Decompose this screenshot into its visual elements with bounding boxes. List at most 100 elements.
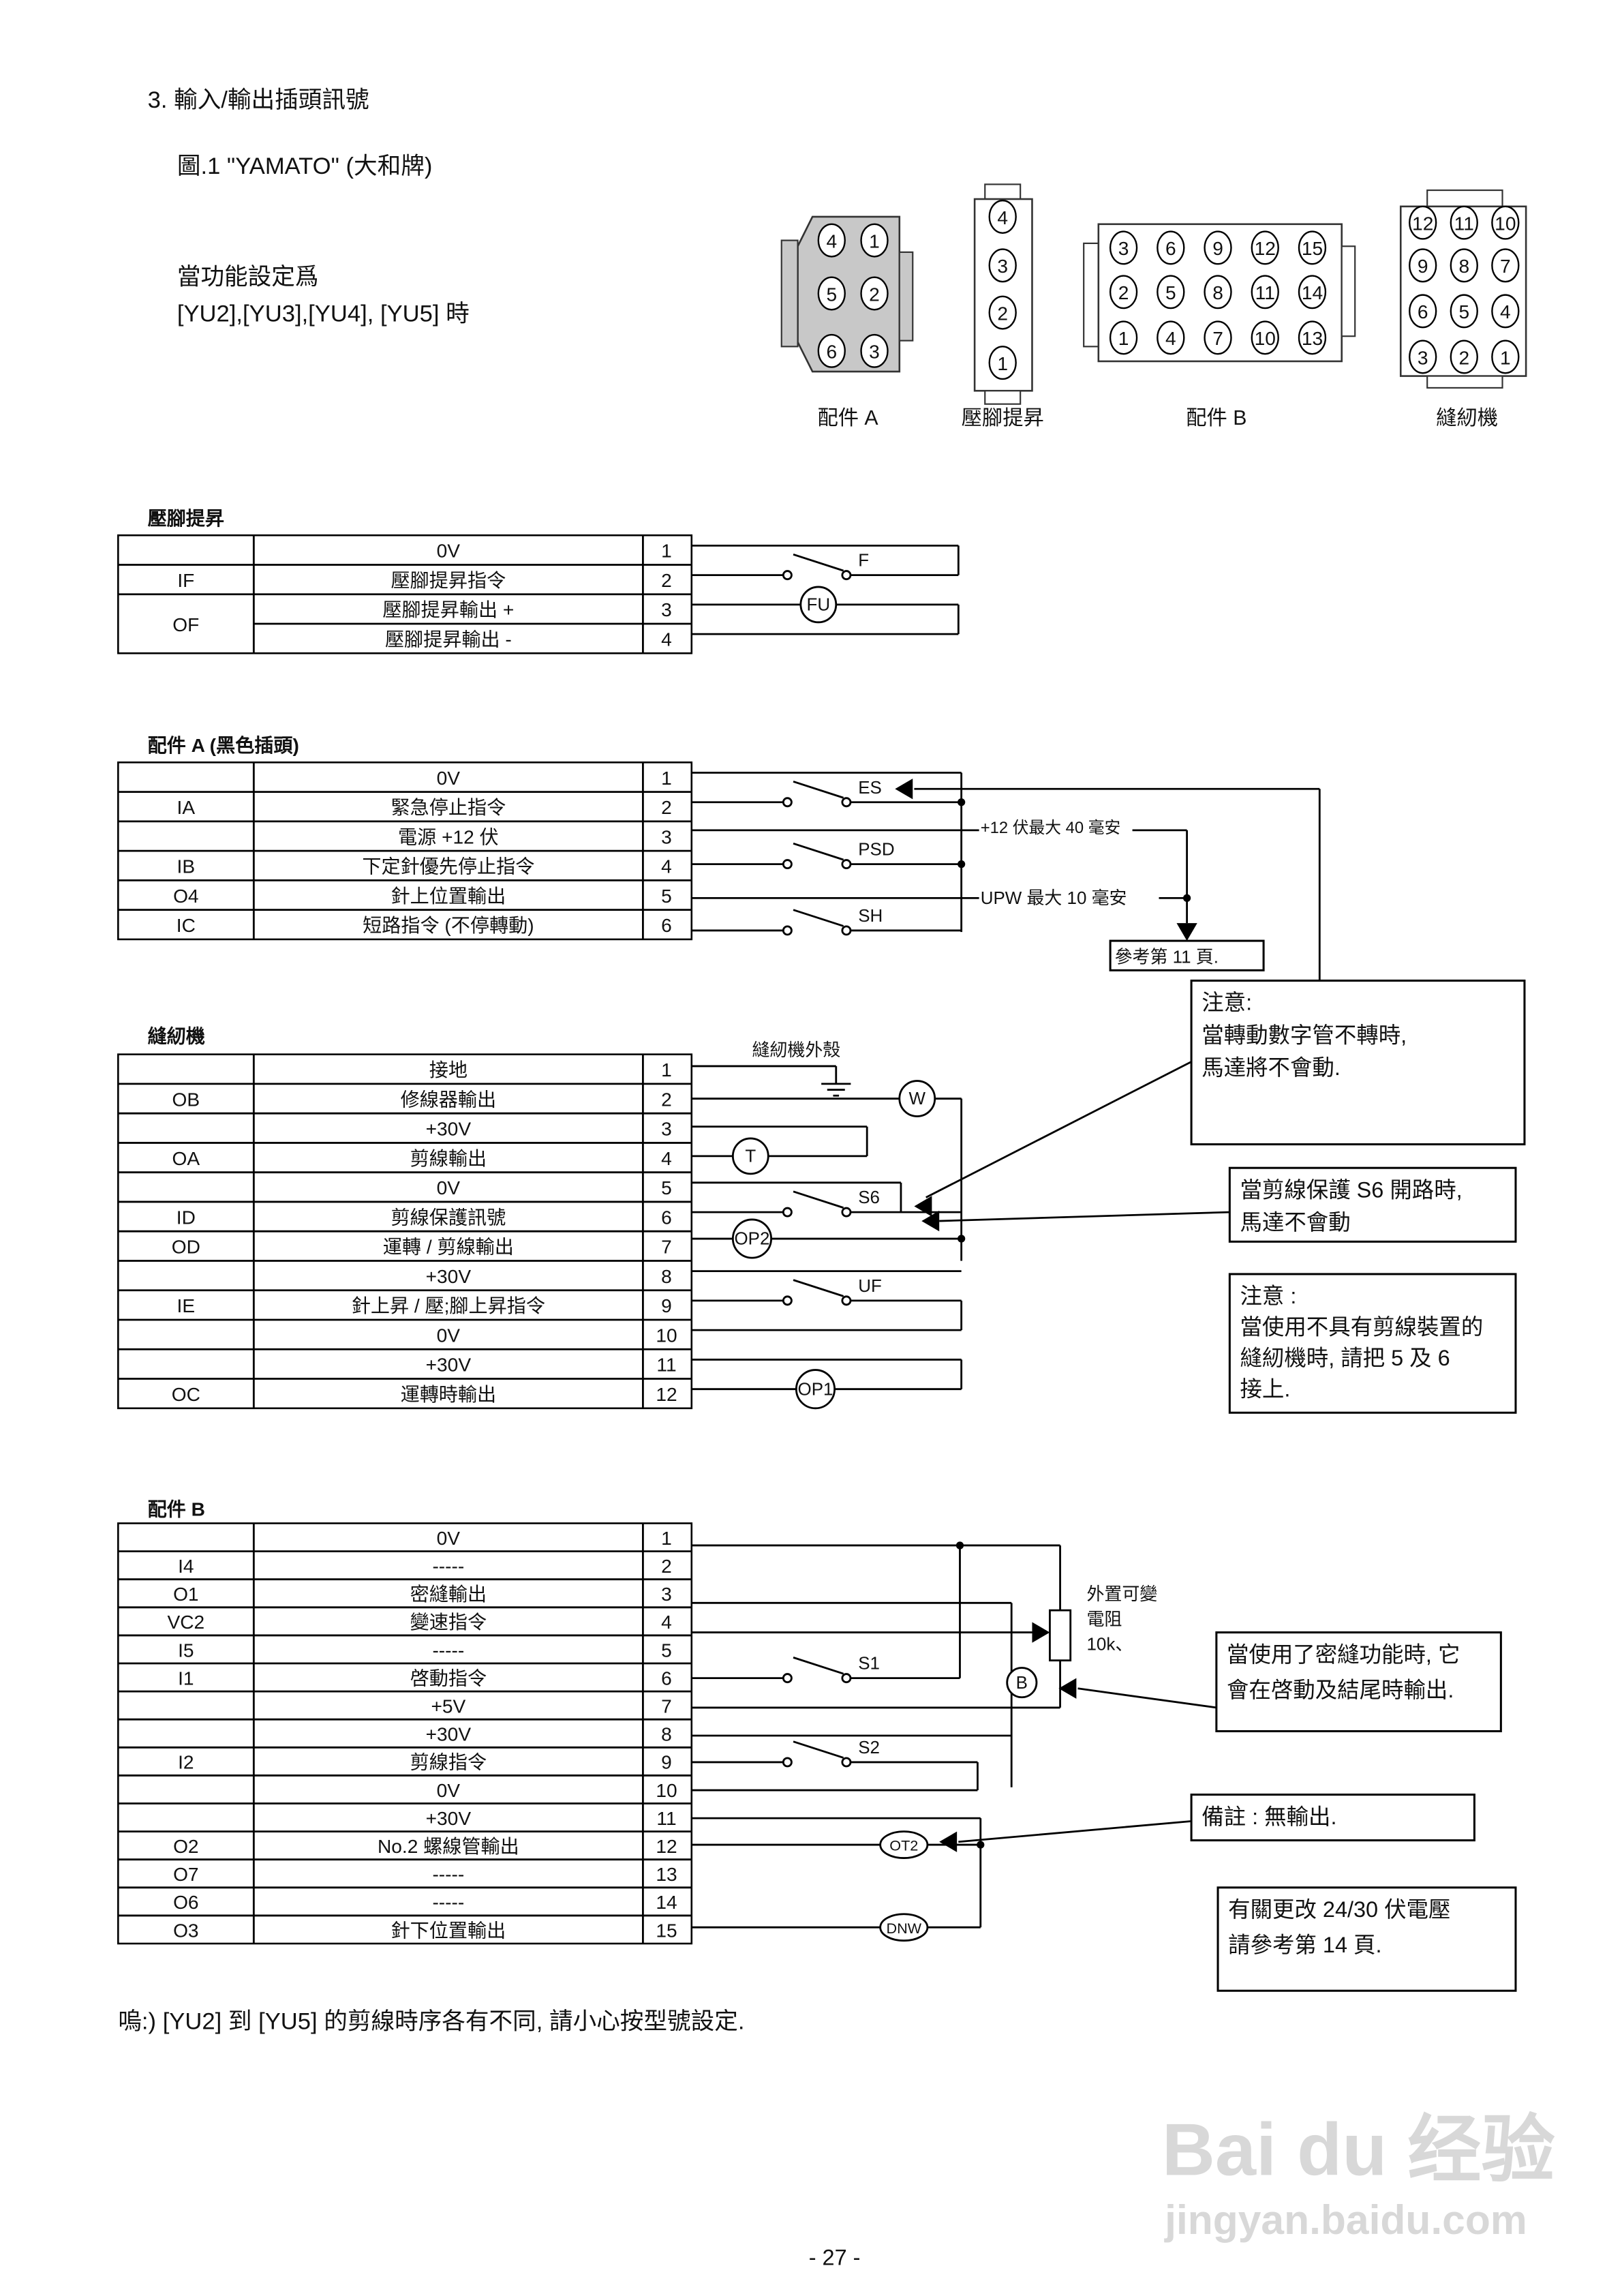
connector-pin-icon — [1109, 230, 1138, 265]
note-voltage-line: 有關更改 24/30 伏電壓 — [1228, 1897, 1450, 1922]
connector-pin-number: 4 — [997, 207, 1008, 228]
switch-contact-icon — [782, 797, 793, 808]
connector-pin-number: 4 — [826, 230, 837, 252]
pin-number: 1 — [661, 1059, 672, 1081]
table-title-2: 縫紉機 — [148, 1025, 205, 1046]
signal-code: IA — [177, 797, 196, 818]
resistor-label: 10k、 — [1087, 1635, 1133, 1655]
arrowhead-icon — [939, 1831, 958, 1852]
connector-label: 縫紉機 — [1436, 406, 1498, 429]
switch-contact-icon — [841, 1673, 852, 1684]
connector-pin-icon — [1409, 339, 1437, 374]
switch-s6-label: S6 — [858, 1188, 880, 1207]
switch-contact-icon — [782, 1757, 793, 1768]
switch-contact-icon — [841, 1207, 852, 1218]
switch-s2-label: S2 — [858, 1738, 880, 1757]
switch-contact-icon — [841, 570, 852, 581]
connector-pin-icon — [817, 276, 846, 311]
switch-contact-icon — [782, 859, 793, 870]
pin-number: 6 — [661, 1667, 672, 1689]
connector-pin-icon — [1157, 230, 1185, 265]
pin-function: ----- — [432, 1892, 464, 1913]
switch-f-label: F — [858, 552, 869, 571]
switch-psd-label: PSD — [858, 841, 894, 860]
pin-number: 3 — [661, 1584, 672, 1605]
note-s6-open-line: 馬達不會動 — [1240, 1210, 1350, 1235]
signal-code: OA — [172, 1148, 200, 1169]
signal-code: OD — [172, 1237, 200, 1258]
connector-pin-number: 13 — [1302, 328, 1323, 349]
switch-contact-icon — [841, 1295, 852, 1306]
note-dense-stitch — [1215, 1631, 1502, 1733]
pin-number: 3 — [661, 599, 672, 620]
signal-code: I5 — [178, 1640, 194, 1661]
connector-pin-number: 1 — [1500, 347, 1511, 368]
pin-function: 接地 — [429, 1059, 468, 1081]
connector-pin-number: 5 — [1165, 282, 1176, 303]
signal-code: I2 — [178, 1752, 194, 1773]
connector-pin-icon — [988, 295, 1017, 330]
presser-connector-tab — [984, 390, 1022, 405]
condition-line-2: [YU2],[YU3],[YU4], [YU5] 時 — [177, 301, 470, 327]
footer-remark: 嗚:) [YU2] 到 [YU5] 的剪線時序各有不同, 請小心按型號設定. — [118, 2008, 744, 2034]
baidu-watermark-url: jingyan.baidu.com — [1164, 2196, 1527, 2243]
connector-pin-number: 2 — [997, 303, 1008, 324]
switch-contact-icon — [782, 1207, 793, 1218]
connector-pin-number: 11 — [1255, 282, 1275, 303]
connector-pin-number: 10 — [1495, 213, 1516, 234]
resistor-label: 電阻 — [1087, 1610, 1122, 1629]
signal-code: IC — [177, 915, 196, 936]
connector-pin-icon — [988, 248, 1017, 283]
pin-number: 7 — [661, 1695, 672, 1717]
pin-function: ----- — [432, 1864, 464, 1885]
connector-pin-number: 6 — [826, 342, 837, 363]
connector-pin-icon — [988, 346, 1017, 380]
switch-contact-icon — [841, 859, 852, 870]
connector-pin-icon — [817, 223, 846, 258]
pin-number: 9 — [661, 1295, 672, 1316]
note-dense-stitch-line: 當使用了密縫功能時, 它 — [1227, 1642, 1460, 1667]
connector-pin-icon — [1409, 205, 1437, 240]
pin-function: +5V — [431, 1695, 465, 1717]
switch-contact-icon — [782, 570, 793, 581]
signal-code: O7 — [173, 1864, 199, 1885]
connector-pin-icon — [1409, 294, 1437, 329]
connector-pin-icon — [1491, 248, 1520, 283]
connector-pin-icon — [1450, 205, 1478, 240]
note-no-trimmer-line: 當使用不具有剪線裝置的 — [1240, 1315, 1483, 1340]
figure-caption: 圖.1 "YAMATO" (大和牌) — [177, 153, 433, 179]
connector-pin-number: 2 — [869, 284, 880, 305]
arrowhead-icon — [1032, 1622, 1050, 1643]
output-dnw-label: DNW — [886, 1920, 921, 1937]
pin-function: +30V — [426, 1119, 472, 1140]
switch-sh-label: SH — [858, 907, 883, 926]
note-no-trimmer-line: 縫紉機時, 請把 5 及 6 — [1240, 1346, 1450, 1370]
switch-contact-icon — [841, 925, 852, 936]
connector-pin-number: 7 — [1212, 328, 1223, 349]
pin-function: 緊急停止指令 — [391, 797, 506, 818]
pin-function: 壓腳提昇輸出 + — [382, 599, 514, 620]
callout-line — [925, 1061, 1192, 1198]
connector-pin-icon — [1109, 320, 1138, 355]
pin-function: +30V — [426, 1355, 472, 1376]
pin-number: 5 — [661, 886, 672, 907]
pin-function: ----- — [432, 1556, 464, 1577]
pin-number: 12 — [656, 1836, 677, 1857]
page-number: - 27 - — [809, 2246, 861, 2270]
connector-pin-icon — [1204, 275, 1232, 309]
connector-pin-number: 2 — [1458, 347, 1469, 368]
pin-table — [117, 1522, 693, 1945]
switch-contact-icon — [841, 797, 852, 808]
connector-pin-icon — [1491, 339, 1520, 374]
connector-pin-icon — [1204, 230, 1232, 265]
pin-function: 密縫輸出 — [410, 1584, 487, 1605]
pin-function: 0V — [437, 1177, 461, 1198]
connector-pin-number: 7 — [1500, 256, 1511, 277]
switch-contact-icon — [782, 925, 793, 936]
section-title: 3. 輸入/輸出插頭訊號 — [148, 87, 369, 113]
pin-number: 5 — [661, 1177, 672, 1198]
pin-number: 10 — [656, 1780, 677, 1801]
callout-line — [939, 1211, 1230, 1222]
switch-blade — [793, 554, 844, 572]
motor-w-label: W — [909, 1089, 926, 1108]
